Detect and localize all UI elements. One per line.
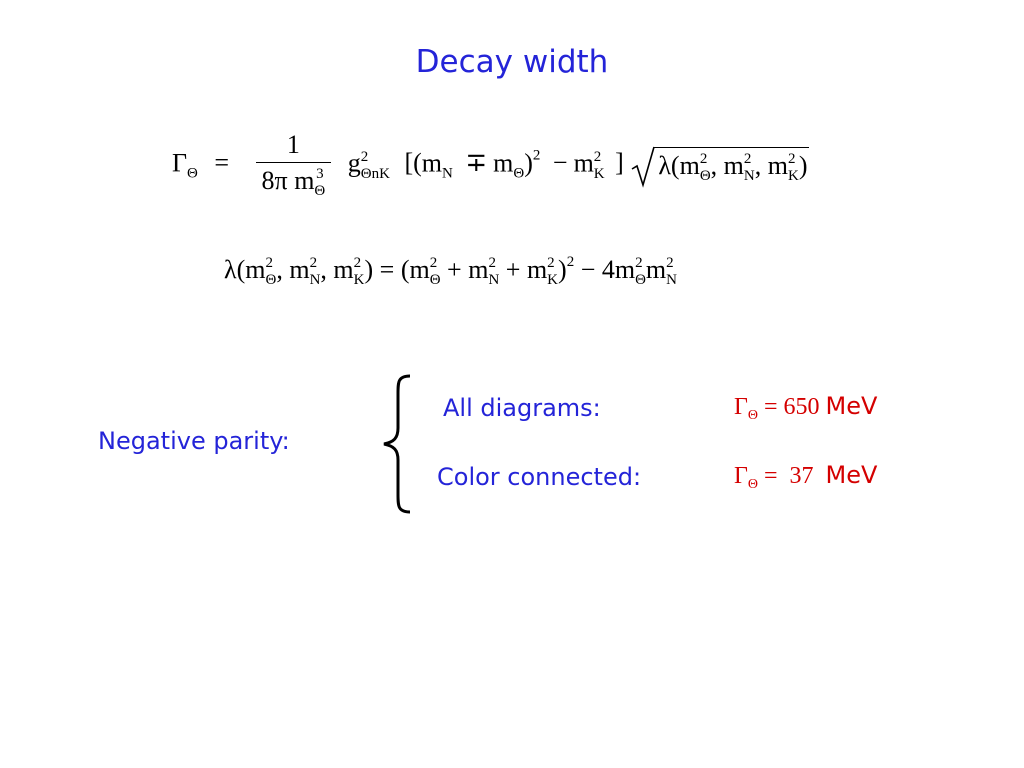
- negative-parity-label: Negative parity:: [98, 427, 290, 455]
- color-connected-result: ΓΘ = 37 MeV: [734, 461, 878, 492]
- curly-brace-icon: [383, 374, 411, 514]
- gamma-symbol: Γ: [172, 148, 188, 178]
- color-connected-label: Color connected:: [437, 463, 642, 491]
- slide-title: Decay width: [415, 44, 609, 80]
- all-diagrams-label: All diagrams:: [443, 394, 601, 422]
- all-diagrams-result: ΓΘ = 650 MeV: [734, 392, 878, 423]
- radical-sign-icon: [631, 146, 656, 188]
